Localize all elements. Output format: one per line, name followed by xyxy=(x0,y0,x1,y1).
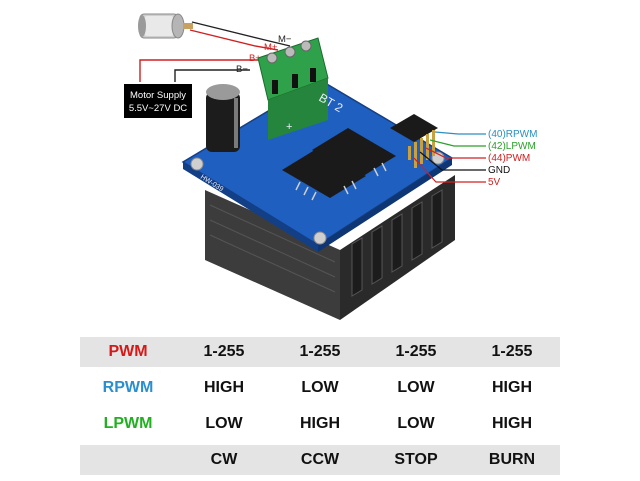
supply-positive-wire xyxy=(139,59,262,82)
pin-label-lpwm: (42)LPWM xyxy=(488,141,536,152)
table-cell: HIGH xyxy=(300,415,340,432)
table-cell: CW xyxy=(210,451,238,468)
table-cell: 1-255 xyxy=(299,343,341,360)
label-m-minus: M− xyxy=(278,34,292,45)
motor-supply-line2: 5.5V~27V DC xyxy=(129,103,187,114)
capacitor xyxy=(206,84,240,152)
table-cell: LOW xyxy=(301,379,339,396)
table-cell: 1-255 xyxy=(203,343,245,360)
table-cell: HIGH xyxy=(492,379,532,396)
motor-supply-line1: Motor Supply xyxy=(130,90,186,101)
silk-plus: + xyxy=(286,121,292,133)
table-cell: BURN xyxy=(488,451,536,468)
table-cell: LOW xyxy=(205,415,243,432)
heatsink xyxy=(205,175,455,320)
motor-supply-box xyxy=(124,84,192,118)
label-m-plus: M+ xyxy=(264,42,278,53)
pin-label-5v: 5V xyxy=(488,177,501,188)
label-b-plus: B+ xyxy=(249,53,261,64)
table-cell: CCW xyxy=(300,451,340,468)
motor-negative-wire xyxy=(191,21,291,47)
pin-callout-lines xyxy=(413,131,486,183)
screw-terminals xyxy=(257,37,329,140)
supply-negative-wire xyxy=(174,69,250,82)
table-cell: STOP xyxy=(394,451,438,468)
row-label-lpwm: LPWM xyxy=(103,415,153,432)
table-cell: 1-255 xyxy=(395,343,437,360)
table-row-result: CW CCW STOP BURN xyxy=(80,445,560,475)
pin-label-pwm: (44)PWM xyxy=(488,153,530,164)
dc-motor-icon xyxy=(138,13,193,39)
table-cell: LOW xyxy=(397,415,435,432)
table-cell: HIGH xyxy=(204,379,244,396)
pin-label-gnd: GND xyxy=(488,165,510,176)
table-cell: HIGH xyxy=(492,415,532,432)
table-row-pwm: PWM 1-255 1-255 1-255 1-255 xyxy=(80,337,560,367)
table-cell: LOW xyxy=(397,379,435,396)
pin-label-rpwm: (40)RPWM xyxy=(488,129,537,140)
table-row-lpwm: LPWM LOW HIGH LOW HIGH xyxy=(80,409,560,439)
motor-positive-wire xyxy=(189,29,279,51)
row-label-pwm: PWM xyxy=(108,343,148,360)
truth-table: PWM 1-255 1-255 1-255 1-255 RPWM HIGH LO… xyxy=(80,337,560,481)
label-b-minus: B− xyxy=(236,64,248,75)
table-row-rpwm: RPWM HIGH LOW LOW HIGH xyxy=(80,373,560,403)
driver-chips xyxy=(282,114,438,201)
table-cell: 1-255 xyxy=(491,343,533,360)
row-label-rpwm: RPWM xyxy=(102,379,154,396)
driver-board-illustration: M− M+ B+ B− Motor Supply 5.5V~27V DC xyxy=(124,13,537,320)
header-pins xyxy=(408,130,435,168)
